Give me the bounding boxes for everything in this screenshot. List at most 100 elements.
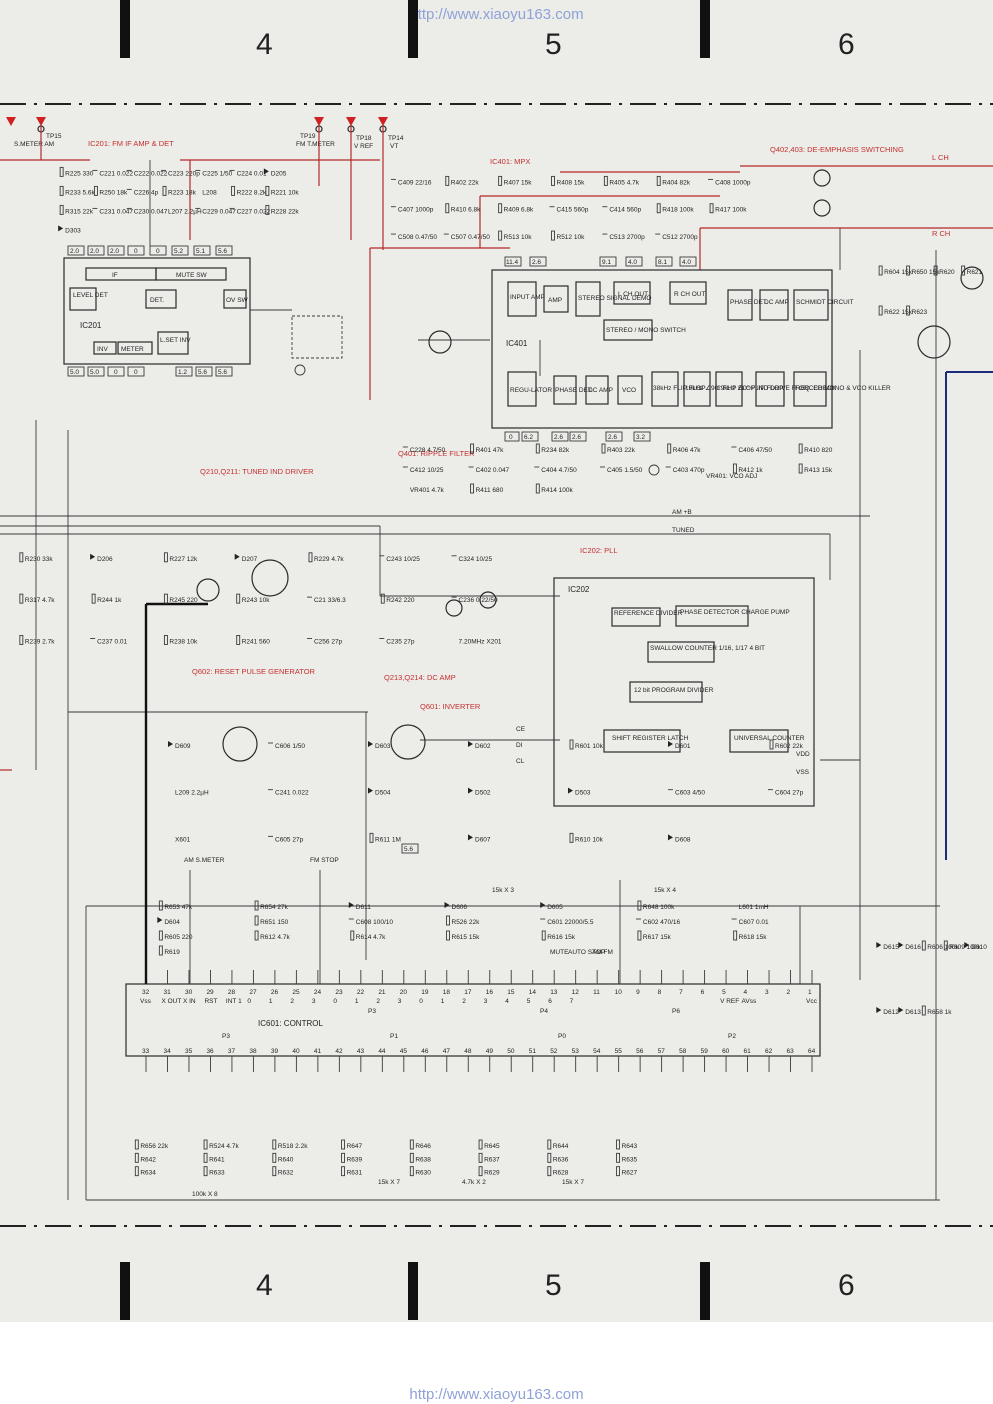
pin-voltage: 0 [134,369,138,376]
diode-symbol [876,942,882,948]
ic202-func-block [729,729,789,753]
ic401-block: IC401 INPUT AMP AMP STEREO SIGNAL DEMO L… [491,256,891,476]
signal-label-mute: MUTE [550,949,569,956]
ic601-bottom-pin-number: 42 [335,1048,343,1055]
ic202-block-label: 12 bit PROGRAM DIVIDER [634,687,714,694]
diode-symbol [468,741,473,747]
ic601-bottom-pin-number: 35 [185,1048,193,1055]
transistor-q601-icon [390,724,426,760]
diode-symbol [348,902,354,908]
ic202-func-block [675,605,749,627]
resistor-symbol [569,832,574,843]
component-label: C229 0.047 [202,208,236,215]
resistor-symbol [265,204,270,215]
resistor-symbol [943,940,948,951]
ic601-bottom-pin-number: 46 [421,1048,429,1055]
tp-marker-icon [36,117,46,126]
component-label: R623 [912,309,928,316]
ic601-top-pin-number: 9 [636,989,640,996]
pin-voltage-box [504,256,522,267]
resistor-array-label: 4.7k X 2 [462,1179,486,1186]
bottom-watermark-url[interactable]: http://www.xiaoyu163.com [409,1386,584,1403]
ic601-top-pin-name: X OUT [161,998,181,1005]
component-label: R639 [347,1156,363,1163]
ic201-func-block [117,341,153,355]
component-label: C404 4.7/50 [541,467,577,474]
component-label: R629 [484,1170,500,1177]
pin-voltage-box [107,245,125,256]
resistor-symbol [158,930,163,941]
ic401-block-label: DC AMP [764,299,789,306]
ic401-block-label: PHASE DET. [730,299,768,306]
resistor-symbol [547,1139,552,1150]
component-label: L601 1mH [739,904,769,911]
resistor-symbol [569,739,574,750]
resistor-symbol [162,185,167,196]
ic601-bottom-pin-number: 38 [249,1048,257,1055]
ic401-pin-voltages-top: 11.4 2.6 9.1 4.0 8.1 4.0 [504,256,697,267]
diode-symbol [568,787,573,794]
component-label: R518 2.2k [278,1143,308,1150]
ic202-func-block [647,641,715,663]
grid-number-top: 5 [545,28,562,61]
resistor-symbol [732,463,737,474]
component-label: D602 [475,743,491,750]
grid-tick [700,0,710,58]
component-label: C512 2700p [662,234,698,241]
component-label: R606 100k [927,944,959,951]
resistor-symbol [656,175,661,186]
ic601-top-pin-number: 15 [507,989,515,996]
ic201-block-label: L.SET INV [160,337,191,344]
ic601-top-pin-name: AVss [742,998,757,1005]
ic201-name: IC201 [80,321,102,330]
component-label: C608 100/10 [356,919,394,926]
component-label: R640 [278,1156,294,1163]
component-label: C602 470/16 [643,919,681,926]
component-label: R411 680 [476,487,504,494]
l208-shield [291,315,343,359]
resistor-symbol [203,1152,208,1163]
ic601-outline [125,983,821,1057]
resistor-symbol [341,1166,346,1177]
pin-voltage-box [679,256,697,267]
component-label: R418 100k [662,207,694,214]
resistor-array-label: 15k X 7 [562,1179,584,1186]
ic601-top-pin-number: 31 [163,989,171,996]
top-watermark-url[interactable]: http://www.xiaoyu163.com [409,6,584,23]
ic601-bottom-pin-number: 60 [722,1048,730,1055]
ic601-top-pin-number: 1 [808,989,812,996]
pin-voltage: 0 [114,369,118,376]
ic202-block-label: UNIVERSAL COUNTER [734,735,805,742]
diode-symbol [468,787,473,794]
component-label: R245 220 [169,597,198,604]
component-label: C603 4/50 [675,790,705,797]
ic601-bottom-pin-number: 63 [787,1048,795,1055]
diode-symbol [668,741,673,747]
grid-tick [700,1262,710,1320]
component-label: R647 [347,1143,363,1150]
component-label: D503 [575,790,591,797]
component-label: L209 2.2µH [175,790,209,797]
resistor-array-label: 15k X 3 [492,887,514,894]
vr401-adjust-icon [648,464,660,476]
component-label: R228 22k [271,208,300,215]
ic401-block-label: R CH OUT [674,291,705,298]
ic401-func-block [669,281,707,305]
grid-number-top: 4 [256,28,273,61]
ic202-block-label: SWALLOW COUNTER 1/16, 1/17 4 BIT [650,645,765,652]
wiring [0,160,993,1201]
pin-voltage-box [633,431,651,442]
ic401-func-block [727,289,753,321]
component-label: R618 15k [739,934,768,941]
ic601-top-pin-number: 32 [142,989,150,996]
ic401-func-block [755,371,785,407]
resistor-array-label: 15k X 7 [378,1179,400,1186]
component-label: R222 8.2k [237,189,267,196]
component-label: C226 4p [134,189,159,196]
resistor-symbol [478,1166,483,1177]
resistor-symbol [236,593,241,604]
component-label: X601 [175,836,191,843]
ic601-bottom-pin-number: 51 [529,1048,537,1055]
component-label: R630 [415,1170,431,1177]
